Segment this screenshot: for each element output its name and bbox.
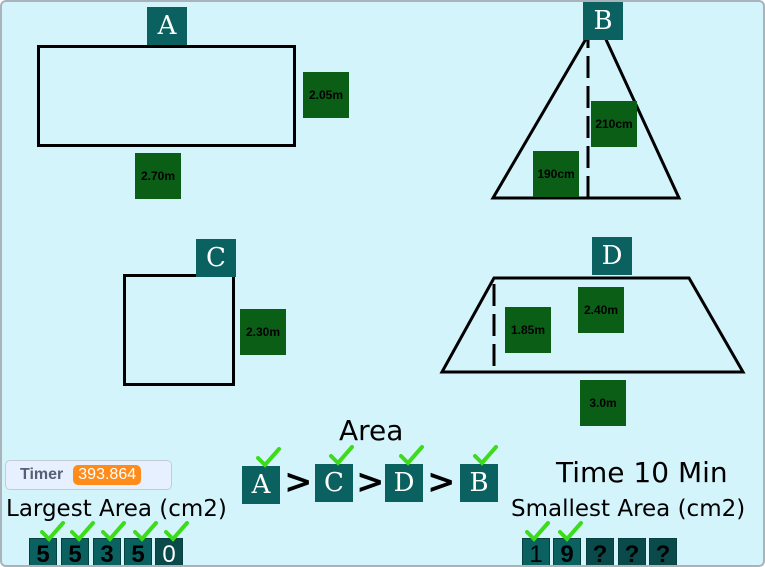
area-tile-1[interactable]: A xyxy=(242,466,280,504)
check-icon xyxy=(133,521,158,542)
largest-digit-4[interactable]: 5 xyxy=(124,538,152,565)
smallest-digit-1[interactable]: 1 xyxy=(522,538,550,565)
area-tile-4[interactable]: B xyxy=(460,464,498,502)
time-limit: Time 10 Min xyxy=(556,456,728,489)
rectangle-a xyxy=(37,45,296,147)
largest-digit-1[interactable]: 5 xyxy=(29,538,57,565)
shape-label-a: A xyxy=(147,7,187,45)
area-tile-3[interactable]: D xyxy=(385,464,423,502)
smallest-area-title: Smallest Area (cm2) xyxy=(511,496,746,522)
smallest-digit-4[interactable]: ? xyxy=(618,538,646,565)
greater-than-3: > xyxy=(427,462,456,502)
square-c xyxy=(123,274,235,386)
shape-label-b: B xyxy=(583,2,623,40)
largest-digit-2[interactable]: 5 xyxy=(61,538,89,565)
greater-than-1: > xyxy=(284,462,313,502)
smallest-digit-5[interactable]: ? xyxy=(649,538,677,565)
check-icon xyxy=(329,445,354,466)
timer-monitor: Timer 393.864 xyxy=(5,460,172,490)
shape-label-c: C xyxy=(196,239,236,277)
area-title: Area xyxy=(339,414,404,447)
largest-digit-5[interactable]: 0 xyxy=(155,538,183,565)
check-icon xyxy=(101,521,126,542)
smallest-digit-3[interactable]: ? xyxy=(586,538,614,565)
check-icon xyxy=(40,521,65,542)
check-icon xyxy=(399,445,424,466)
measure-a-width: 2.70m xyxy=(135,153,181,199)
measure-c-side: 2.30m xyxy=(240,309,286,355)
smallest-digit-2[interactable]: 9 xyxy=(553,538,581,565)
timer-value: 393.864 xyxy=(73,465,142,485)
check-icon xyxy=(473,445,498,466)
largest-area-title: Largest Area (cm2) xyxy=(6,496,227,522)
check-icon xyxy=(256,447,281,468)
area-tile-2[interactable]: C xyxy=(315,464,353,502)
measure-d-bottom: 3.0m xyxy=(580,380,626,426)
measure-b-height: 210cm xyxy=(591,101,637,147)
timer-label: Timer xyxy=(20,466,64,483)
measure-d-height: 1.85m xyxy=(505,307,551,353)
check-icon xyxy=(558,521,583,542)
check-icon xyxy=(164,521,189,542)
measure-b-base: 190cm xyxy=(533,151,579,197)
greater-than-2: > xyxy=(356,462,385,502)
shape-label-d: D xyxy=(592,237,632,275)
check-icon xyxy=(525,521,550,542)
measure-d-top: 2.40m xyxy=(578,287,624,333)
check-icon xyxy=(70,521,95,542)
measure-a-height: 2.05m xyxy=(303,72,349,118)
largest-digit-3[interactable]: 3 xyxy=(93,538,121,565)
